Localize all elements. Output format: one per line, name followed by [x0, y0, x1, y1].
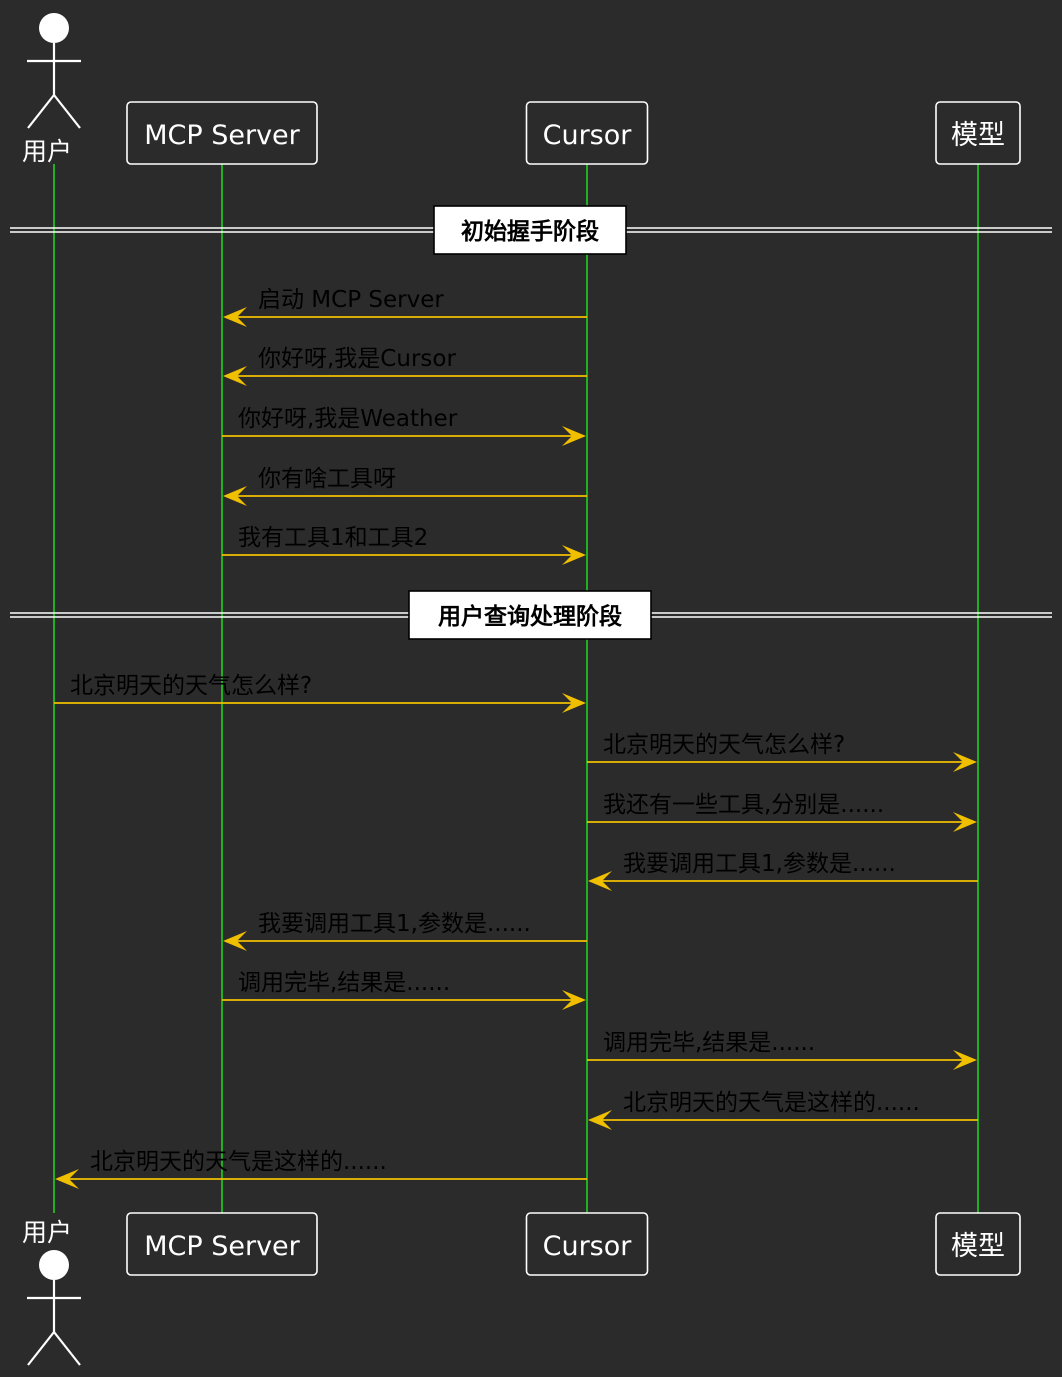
message-label: 我要调用工具1,参数是...... [258, 911, 531, 937]
message-label: 我还有一些工具,分别是...... [603, 792, 884, 818]
arrowhead-icon [562, 545, 586, 565]
arrowhead-icon [588, 871, 612, 891]
actor-leg-left [27, 94, 55, 129]
message-arrow: 我要调用工具1,参数是...... [223, 911, 587, 951]
message-arrow: 我有工具1和工具2 [222, 525, 586, 565]
divider-label: 初始握手阶段 [461, 218, 599, 245]
message-label: 我要调用工具1,参数是...... [623, 851, 896, 877]
arrowhead-icon [223, 307, 247, 327]
participant-label-cursor-top: Cursor [543, 120, 633, 151]
actor-leg-right [53, 94, 81, 129]
participant-label-cursor-bottom: Cursor [543, 1231, 633, 1262]
arrowhead-icon [953, 1050, 977, 1070]
participant-label-mcp-top: MCP Server [144, 120, 300, 151]
message-arrow: 北京明天的天气是这样的...... [55, 1149, 587, 1189]
message-label: 北京明天的天气怎么样? [603, 732, 845, 758]
message-arrow: 你好呀,我是Cursor [223, 346, 587, 386]
message-arrow: 启动 MCP Server [223, 287, 587, 327]
phase-divider: 初始握手阶段 [10, 205, 1052, 255]
message-arrow: 北京明天的天气是这样的...... [588, 1090, 978, 1130]
message-label: 北京明天的天气怎么样? [70, 673, 312, 699]
divider-label-box [433, 205, 627, 255]
actor-head [39, 1250, 69, 1280]
message-label: 北京明天的天气是这样的...... [623, 1090, 920, 1116]
arrowhead-icon [223, 486, 247, 506]
message-arrow: 你有啥工具呀 [223, 466, 587, 506]
participant-box-mcp-bottom [126, 1212, 318, 1276]
message-label: 我有工具1和工具2 [238, 525, 428, 551]
message-arrow: 调用完毕,结果是...... [222, 970, 586, 1010]
participant-label-model-top: 模型 [951, 120, 1005, 151]
actor-leg-left [27, 1331, 55, 1366]
arrowhead-icon [562, 693, 586, 713]
divider-label-box [408, 590, 652, 640]
message-arrow: 你好呀,我是Weather [222, 406, 586, 446]
message-label: 你有啥工具呀 [258, 466, 396, 492]
arrowhead-icon [588, 1110, 612, 1130]
participant-label-user-bottom: 用户 [22, 1218, 72, 1247]
actor-figure-top [27, 13, 81, 129]
participant-box-cursor-top [525, 101, 649, 165]
message-label: 启动 MCP Server [258, 287, 444, 313]
participant-label-mcp-bottom: MCP Server [144, 1231, 300, 1262]
message-arrow: 我还有一些工具,分别是...... [587, 792, 977, 832]
arrowhead-icon [562, 990, 586, 1010]
actor-head [39, 13, 69, 43]
message-arrow: 调用完毕,结果是...... [587, 1030, 977, 1070]
message-label: 调用完毕,结果是...... [603, 1030, 815, 1056]
message-arrow: 我要调用工具1,参数是...... [588, 851, 978, 891]
arrowhead-icon [223, 931, 247, 951]
message-label: 你好呀,我是Cursor [258, 346, 456, 372]
message-arrow: 北京明天的天气怎么样? [54, 673, 586, 713]
arrowhead-icon [55, 1169, 79, 1189]
arrowhead-icon [953, 812, 977, 832]
actor-figure-bottom [27, 1250, 81, 1366]
arrowhead-icon [953, 752, 977, 772]
participant-box-model-bottom [935, 1212, 1021, 1276]
message-label: 你好呀,我是Weather [238, 406, 458, 432]
message-arrow: 北京明天的天气怎么样? [587, 732, 977, 772]
message-label: 调用完毕,结果是...... [238, 970, 450, 996]
arrowhead-icon [562, 426, 586, 446]
participant-label-model-bottom: 模型 [951, 1231, 1005, 1262]
participant-box-model-top [935, 101, 1021, 165]
divider-label: 用户查询处理阶段 [438, 603, 622, 630]
actor-leg-right [53, 1331, 81, 1366]
participant-label-user-top: 用户 [22, 137, 72, 166]
message-label: 北京明天的天气是这样的...... [90, 1149, 387, 1175]
arrowhead-icon [223, 366, 247, 386]
phase-divider: 用户查询处理阶段 [10, 590, 1052, 640]
participant-box-mcp-top [126, 101, 318, 165]
participant-box-cursor-bottom [525, 1212, 649, 1276]
